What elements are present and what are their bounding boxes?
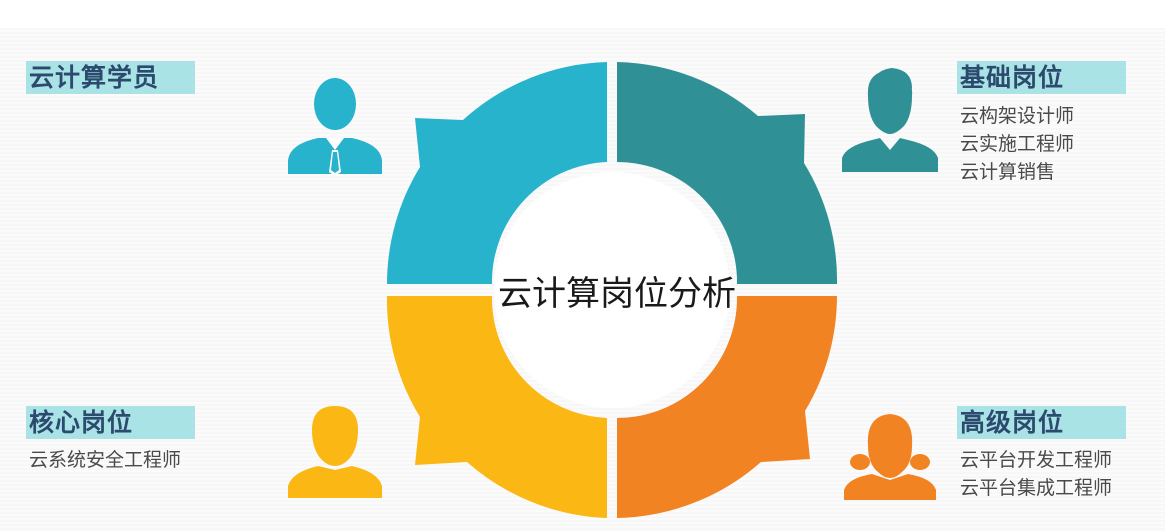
basic-positions-list: 云构架设计师 云实施工程师 云计算销售 xyxy=(960,102,1074,186)
label-senior-positions: 高级岗位 xyxy=(957,406,1126,439)
list-item: 云平台集成工程师 xyxy=(960,477,1113,499)
list-item: 云计算销售 xyxy=(960,161,1056,183)
ring-segment-bottom-left xyxy=(386,296,607,518)
ring-segment-top-right xyxy=(617,62,838,284)
top-bar xyxy=(0,0,1165,28)
person-icon xyxy=(288,406,382,498)
core-positions-list: 云系统安全工程师 xyxy=(29,446,181,474)
label-core-positions: 核心岗位 xyxy=(26,406,195,439)
list-item: 云平台开发工程师 xyxy=(960,449,1113,471)
person-with-tie-icon xyxy=(288,78,382,176)
person-female-icon xyxy=(844,414,936,500)
list-item: 云构架设计师 xyxy=(960,105,1075,127)
list-item: 云实施工程师 xyxy=(960,133,1075,155)
ring-segment-top-left xyxy=(387,62,607,284)
ring-segment-bottom-right xyxy=(617,296,837,518)
center-title: 云计算岗位分析 xyxy=(498,274,736,314)
list-item: 云系统安全工程师 xyxy=(29,449,182,471)
label-cloud-student: 云计算学员 xyxy=(26,61,195,94)
senior-positions-list: 云平台开发工程师 云平台集成工程师 xyxy=(960,446,1112,502)
label-basic-positions: 基础岗位 xyxy=(957,61,1126,94)
person-icon xyxy=(842,68,938,172)
ring-center xyxy=(494,172,730,408)
